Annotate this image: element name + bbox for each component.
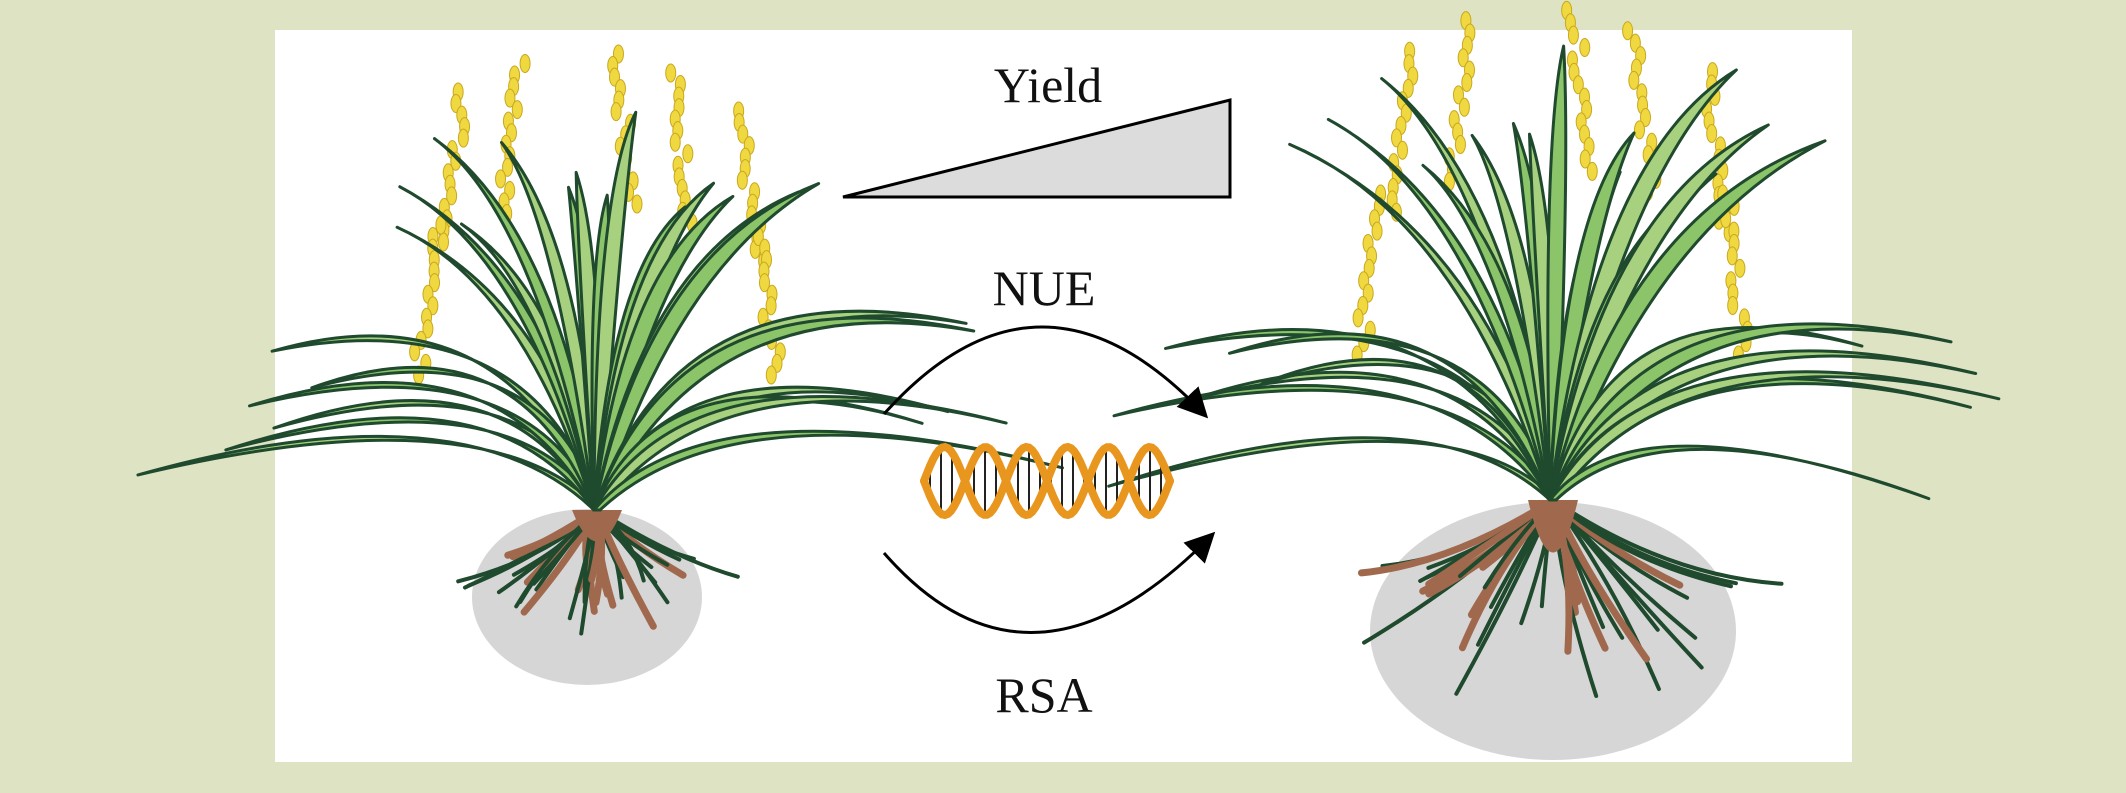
- rice-grain: [1622, 21, 1634, 41]
- rice-grain: [1396, 140, 1408, 160]
- rice-grain: [427, 296, 439, 316]
- root-crown: [572, 510, 622, 542]
- rsa-label: RSA: [995, 667, 1092, 723]
- rice-grain: [1727, 295, 1739, 315]
- leaf: [224, 416, 602, 512]
- rice-grain: [1572, 75, 1584, 95]
- roots: [1357, 496, 1784, 698]
- leaf: [592, 316, 976, 512]
- rice-plant-low-yield: [136, 44, 1064, 685]
- leaf: [270, 334, 602, 512]
- leaf: [1548, 444, 1931, 502]
- leaf: [592, 182, 821, 512]
- leaf: [310, 366, 602, 512]
- rice-grain: [438, 232, 450, 252]
- dna-helix-icon: [920, 442, 1174, 520]
- rice-grain: [511, 100, 523, 120]
- leaves: [1107, 44, 2001, 502]
- rice-grain: [631, 194, 643, 214]
- rice-grain: [736, 170, 748, 190]
- rsa-arrow: [882, 531, 1216, 634]
- rice-grain: [759, 273, 771, 293]
- rice-grain: [1452, 85, 1464, 105]
- rice-grain: [1586, 161, 1598, 181]
- dna-strand: [920, 442, 1174, 520]
- rice-grain: [1391, 128, 1403, 148]
- rice-grain: [446, 186, 458, 206]
- rice-grain: [682, 144, 694, 164]
- leaf: [247, 381, 602, 512]
- root: [1551, 498, 1784, 586]
- rice-grain: [1579, 149, 1591, 169]
- leaf: [136, 434, 602, 512]
- rice-grain: [519, 54, 531, 73]
- leaf: [1548, 139, 1827, 502]
- rice-grain: [1461, 73, 1473, 93]
- rice-grain: [1457, 48, 1469, 68]
- leaf: [1107, 436, 1558, 502]
- leaf: [1548, 370, 2001, 502]
- leaf: [1112, 383, 1558, 502]
- rice-plant-high-yield: [1107, 0, 2001, 760]
- rice-grain: [610, 102, 622, 122]
- rice-grain: [1402, 78, 1414, 98]
- rice-grain: [665, 63, 677, 83]
- root-crown: [1528, 500, 1578, 553]
- nue-arrow: [882, 325, 1209, 419]
- roots: [456, 506, 740, 636]
- rice-grain: [1371, 221, 1383, 241]
- leaf: [1546, 44, 1568, 502]
- rice-grain: [1734, 258, 1746, 278]
- rice-grain: [1352, 308, 1364, 328]
- rice-grain: [1706, 124, 1718, 144]
- rice-grain: [495, 169, 507, 189]
- rice-grain: [429, 273, 441, 293]
- nue-label: NUE: [993, 260, 1096, 316]
- rice-grain: [502, 157, 514, 177]
- rice-grain: [1633, 120, 1645, 140]
- rice-grain: [1567, 25, 1579, 45]
- rice-grain: [1458, 97, 1470, 117]
- rice-grain: [669, 132, 681, 152]
- rice-grain: [422, 319, 434, 339]
- rice-grain: [1726, 246, 1738, 266]
- rice-grain: [765, 296, 777, 316]
- rice-grain: [1579, 38, 1591, 58]
- leaf: [1227, 332, 1558, 502]
- rice-grain: [737, 124, 749, 144]
- leaves: [136, 110, 1064, 512]
- yield-increase-triangle: [842, 98, 1232, 199]
- yield-label: Yield: [994, 57, 1102, 113]
- rice-grain: [1639, 108, 1651, 127]
- rice-grain: [457, 128, 469, 148]
- rice-grain: [504, 88, 516, 108]
- leaf: [592, 395, 1008, 512]
- rice-grain: [1628, 70, 1640, 90]
- rice-grain: [765, 365, 777, 385]
- rice-grain: [1454, 134, 1466, 154]
- panicles: [409, 44, 786, 385]
